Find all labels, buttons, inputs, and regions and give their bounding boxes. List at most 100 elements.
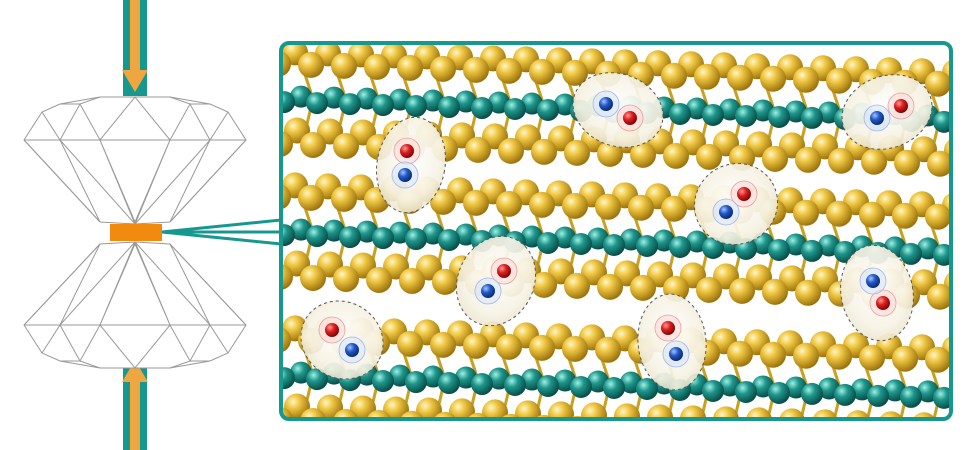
sulfur-atom (529, 334, 555, 361)
oxygen-atom (400, 144, 414, 158)
sulfur-atom (432, 411, 458, 419)
sulfur-atom (925, 346, 951, 373)
metal-atom (636, 234, 658, 257)
sulfur-atom (859, 201, 885, 228)
sulfur-atom (760, 341, 786, 368)
oxygen-atom (661, 321, 675, 335)
sample-chamber (110, 224, 162, 241)
metal-atom (768, 381, 790, 404)
sulfur-atom (281, 406, 293, 419)
metal-atom (438, 96, 460, 119)
sulfur-atom (927, 283, 951, 310)
sulfur-atom (249, 171, 275, 197)
sulfur-atom (925, 203, 951, 230)
sulfur-atom (762, 422, 788, 448)
metal-atom (257, 361, 279, 383)
sulfur-atom (958, 205, 980, 231)
metal-atom (966, 388, 980, 410)
metal-atom (281, 224, 295, 247)
nitrogen-atom (866, 274, 880, 288)
sulfur-atom (331, 52, 357, 79)
sulfur-atom (826, 343, 852, 370)
sulfur-atom (861, 148, 887, 175)
sulfur-atom (828, 424, 854, 450)
sulfur-atom (793, 66, 819, 93)
sulfur-atom (482, 399, 508, 419)
sulfur-atom (333, 408, 359, 419)
sulfur-atom (548, 401, 574, 419)
sulfur-atom (597, 273, 623, 300)
sulfur-atom (463, 189, 489, 216)
sulfur-atom (597, 140, 623, 167)
sulfur-atom (531, 271, 557, 298)
sulfur-atom (793, 342, 819, 369)
sulfur-atom (595, 336, 621, 363)
sulfur-atom (399, 267, 425, 294)
metal-atom (306, 92, 328, 115)
sulfur-atom (529, 58, 555, 85)
sulfur-atom (333, 132, 359, 159)
sulfur-atom (281, 263, 293, 290)
sulfur-atom (562, 192, 588, 219)
sulfur-atom (779, 408, 805, 419)
sulfur-atom (892, 345, 918, 372)
sulfur-atom (432, 268, 458, 295)
sulfur-atom (614, 403, 640, 419)
sulfur-atom (630, 274, 656, 301)
metal-atom (867, 384, 889, 407)
metal-atom (405, 228, 427, 251)
sulfur-atom (795, 146, 821, 173)
intercalated-molecule (840, 244, 914, 342)
metal-atom (768, 105, 790, 128)
sulfur-atom (927, 150, 951, 177)
metal-atom (735, 380, 757, 403)
sulfur-atom (281, 183, 291, 210)
metal-atom (801, 106, 823, 129)
sulfur-atom (630, 141, 656, 168)
sulfur-atom (430, 188, 456, 215)
sulfur-atom (713, 406, 739, 419)
sulfur-atom (562, 59, 588, 86)
sulfur-atom (845, 410, 871, 419)
metal-atom (834, 383, 856, 406)
sulfur-atom (463, 332, 489, 359)
sulfur-atom (861, 425, 887, 450)
sulfur-atom (975, 336, 980, 362)
nitrogen-atom (870, 111, 884, 125)
metal-atom (603, 233, 625, 256)
sulfur-atom (251, 116, 277, 142)
sulfur-atom (300, 131, 326, 158)
sulfur-atom (366, 266, 392, 293)
sulfur-atom (661, 195, 687, 222)
sulfur-atom (762, 278, 788, 305)
sulfur-atom (760, 65, 786, 92)
nitrogen-atom (345, 343, 359, 357)
metal-atom (339, 226, 361, 249)
sulfur-atom (960, 428, 980, 450)
sulfur-atom (894, 149, 920, 176)
metal-atom (735, 104, 757, 127)
metal-atom (405, 371, 427, 394)
sulfur-atom (663, 142, 689, 169)
sulfur-atom (364, 53, 390, 80)
sulfur-atom (762, 145, 788, 172)
oxygen-atom (737, 187, 751, 201)
nitrogen-atom (719, 205, 733, 219)
sulfur-atom (249, 38, 275, 64)
oxygen-atom (876, 296, 890, 310)
metal-atom (669, 102, 691, 125)
sulfur-atom (892, 202, 918, 229)
metal-atom (966, 112, 980, 134)
sulfur-atom (793, 199, 819, 226)
metal-atom (372, 370, 394, 393)
nitrogen-atom (599, 97, 613, 111)
diamond-anvil-top (23, 96, 247, 225)
sulfur-atom (859, 344, 885, 371)
sulfur-atom (958, 72, 980, 98)
sulfur-atom (694, 63, 720, 90)
metal-atom (537, 99, 559, 122)
metal-atom (900, 242, 922, 265)
sulfur-atom (696, 143, 722, 170)
sulfur-atom (281, 130, 293, 157)
sulfur-atom (727, 64, 753, 91)
